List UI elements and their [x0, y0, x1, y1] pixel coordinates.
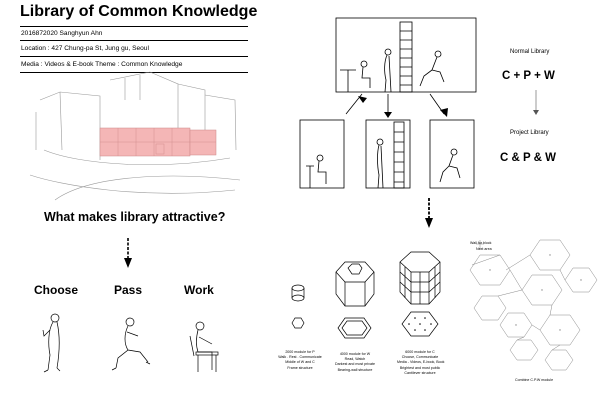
info-rule-3: [20, 72, 248, 73]
normal-library-formula: C + P + W: [502, 70, 555, 82]
page-title: Library of Common Knowledge: [20, 3, 258, 20]
plan-caption: Combine C.P.W module: [515, 378, 554, 382]
plan-note-top2: Next area: [476, 247, 492, 251]
project-library-label: Project Library: [510, 130, 549, 136]
choose-section: [365, 119, 411, 189]
project-library-formula: C & P & W: [500, 152, 557, 164]
activity-pass: Pass: [114, 283, 143, 297]
title-rule: [20, 26, 248, 27]
activity-choose: Choose: [34, 283, 79, 297]
module-p-text: 2000 module for P Walk . Rest . Communic…: [278, 350, 322, 370]
question-heading: What makes library attractive?: [44, 210, 226, 224]
plan-note-top: Wall for block: [470, 241, 492, 245]
info-rule-2: [20, 56, 248, 57]
figure-work: [189, 321, 219, 372]
normal-library-label: Normal Library: [510, 49, 550, 55]
location-info: Location : 427 Chung-pa St, Jung gu, Seo…: [21, 45, 149, 52]
info-rule-1: [20, 40, 248, 41]
media-theme-info: Media : Videos & E-book Theme : Common K…: [21, 61, 183, 68]
module-w-text: 4000 module for W Read, Watch Darkest an…: [335, 352, 375, 372]
student-info: 2016872020 Sanghyun Ahn: [21, 30, 103, 37]
activity-work: Work: [184, 283, 214, 297]
pass-section: [429, 119, 475, 189]
work-section: [299, 119, 345, 189]
figure-choose: [42, 313, 61, 373]
figure-pass: [111, 317, 151, 371]
module-c-text: 6000 module for C Choose, Communicate Me…: [397, 350, 445, 375]
